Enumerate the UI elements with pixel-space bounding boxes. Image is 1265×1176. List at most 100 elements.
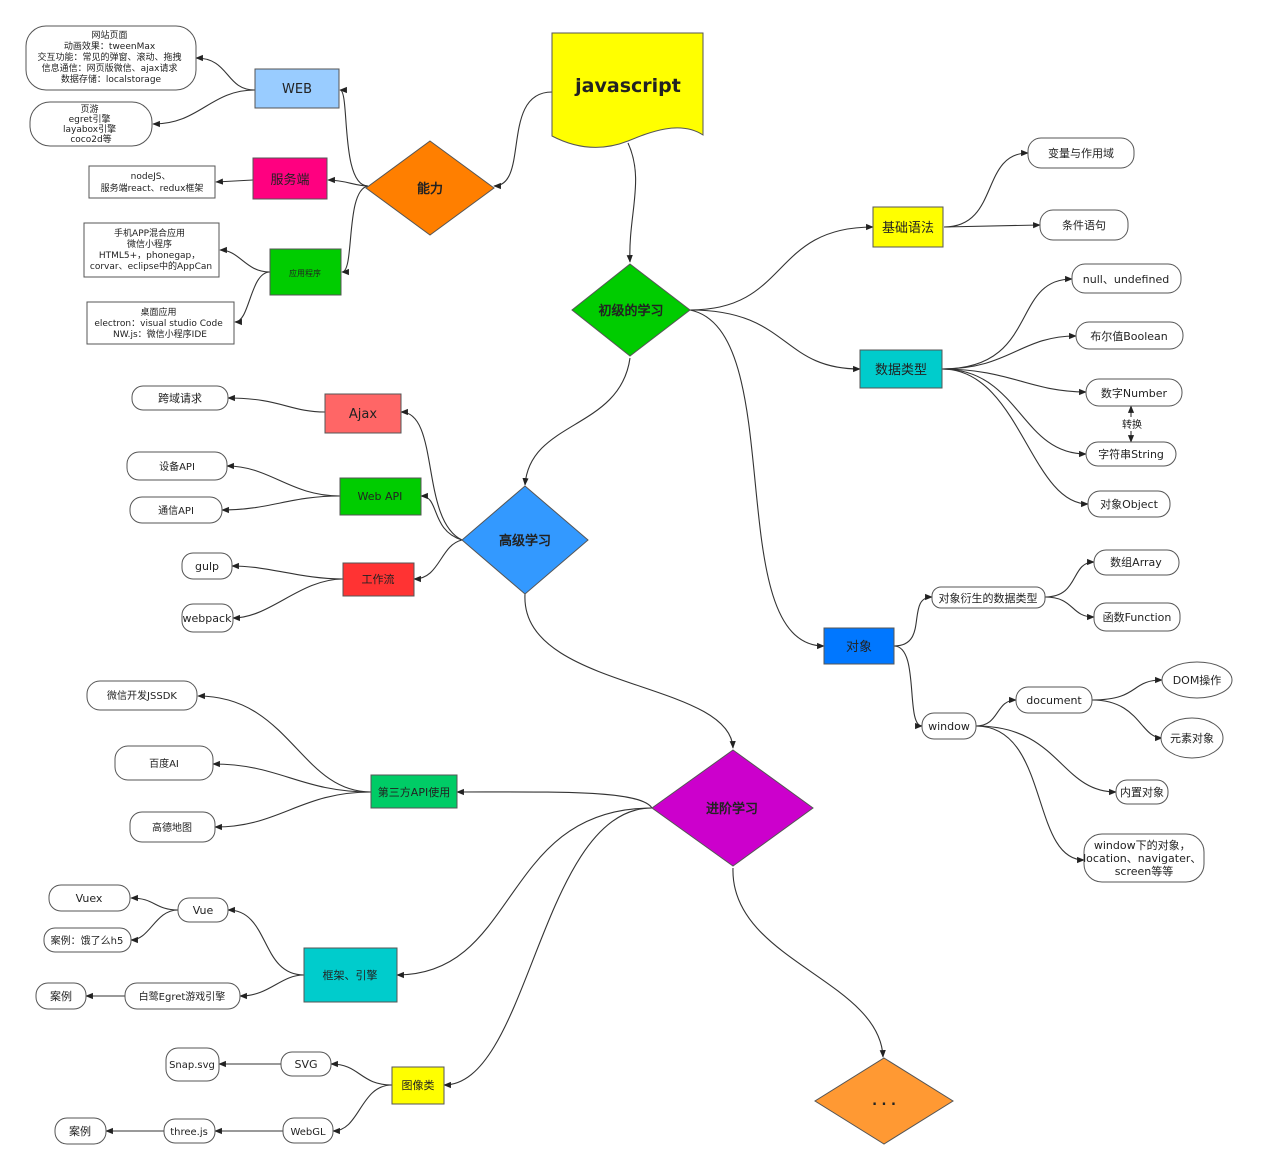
root-label: javascript bbox=[574, 75, 681, 97]
server-note-line: 服务端react、redux框架 bbox=[101, 182, 204, 194]
node-ability[interactable]: 能力 bbox=[365, 140, 495, 236]
svg-child-label: Snap.svg bbox=[169, 1060, 215, 1071]
dom-label: DOM操作 bbox=[1173, 673, 1222, 687]
basic-label: 初级的学习 bbox=[598, 303, 663, 319]
node-root[interactable]: javascript bbox=[551, 32, 704, 148]
node-type[interactable]: 对象Object bbox=[1087, 490, 1171, 518]
node-threejs[interactable]: three.js bbox=[163, 1118, 216, 1144]
ajax-label: Ajax bbox=[349, 407, 377, 422]
node-builtin[interactable]: 内置对象 bbox=[1115, 779, 1169, 805]
node-thirdparty-child[interactable]: 微信开发JSSDK bbox=[86, 680, 198, 711]
node-advanced[interactable]: 高级学习 bbox=[461, 485, 589, 595]
workflow-child-label: webpack bbox=[183, 612, 233, 625]
web-note-line: 交互功能：常见的弹窗、滚动、拖拽 bbox=[38, 51, 182, 63]
node-thirdparty[interactable]: 第三方API使用 bbox=[370, 774, 458, 809]
vue-label: Vue bbox=[193, 904, 214, 917]
node-vue[interactable]: Vue bbox=[177, 897, 229, 923]
node-workflow-child[interactable]: gulp bbox=[181, 552, 233, 580]
webapi-child-label: 设备API bbox=[159, 460, 195, 473]
node-server-note[interactable]: nodeJS、 服务端react、redux框架 bbox=[88, 165, 216, 199]
node-svg[interactable]: SVG bbox=[280, 1051, 332, 1077]
node-web[interactable]: WEB bbox=[254, 68, 340, 109]
node-graphics[interactable]: 图像类 bbox=[391, 1066, 445, 1105]
node-egret[interactable]: 白鹭Egret游戏引擎 bbox=[124, 982, 241, 1010]
advanced-label: 高级学习 bbox=[499, 533, 551, 549]
node-syntax-child[interactable]: 条件语句 bbox=[1039, 209, 1129, 241]
node-syntax[interactable]: 基础语法 bbox=[872, 206, 944, 248]
node-webgl[interactable]: WebGL bbox=[282, 1117, 334, 1144]
node-webapi-child[interactable]: 通信API bbox=[129, 496, 223, 524]
node-derived-child[interactable]: 数组Array bbox=[1093, 549, 1180, 576]
node-ajax[interactable]: Ajax bbox=[324, 393, 402, 434]
more-label: . . . bbox=[872, 1094, 896, 1109]
node-egret-child[interactable]: 案例 bbox=[35, 982, 87, 1010]
node-derived-child[interactable]: 函数Function bbox=[1093, 602, 1181, 632]
connectors bbox=[85, 54, 1163, 1135]
app-desktop-text: 桌面应用 electron：visual studio Code NW.js：微… bbox=[94, 306, 225, 340]
type-label: 对象Object bbox=[1100, 497, 1159, 511]
web-label: WEB bbox=[282, 82, 312, 97]
node-expert[interactable]: 进阶学习 bbox=[651, 749, 814, 867]
node-thirdparty-child[interactable]: 高德地图 bbox=[129, 811, 216, 843]
node-app-desktop[interactable]: 桌面应用 electron：visual studio Code NW.js：微… bbox=[86, 301, 235, 345]
node-thirdparty-child[interactable]: 百度AI bbox=[114, 745, 214, 781]
node-ajax-child[interactable]: 跨域请求 bbox=[131, 385, 229, 411]
node-webgl-child[interactable]: 案例 bbox=[54, 1117, 107, 1145]
webgl-label: WebGL bbox=[290, 1127, 326, 1138]
syntax-child-label: 条件语句 bbox=[1062, 218, 1106, 232]
node-window[interactable]: window bbox=[921, 712, 977, 740]
node-web-note[interactable]: 网站页面 动画效果：tweenMax 交互功能：常见的弹窗、滚动、拖拽 信息通信… bbox=[25, 25, 197, 91]
node-vue-child[interactable]: 案例：饿了么h5 bbox=[43, 927, 132, 953]
node-derived[interactable]: 对象衍生的数据类型 bbox=[931, 586, 1046, 609]
node-syntax-child[interactable]: 变量与作用域 bbox=[1027, 137, 1135, 169]
node-vue-child[interactable]: Vuex bbox=[48, 884, 131, 912]
syntax-child-label: 变量与作用域 bbox=[1048, 146, 1114, 160]
node-workflow[interactable]: 工作流 bbox=[342, 562, 415, 597]
workflow-label: 工作流 bbox=[362, 572, 395, 586]
node-type[interactable]: 字符串String bbox=[1085, 441, 1177, 467]
expert-label: 进阶学习 bbox=[706, 801, 758, 817]
frameworks-label: 框架、引擎 bbox=[323, 968, 378, 982]
node-webapi-child[interactable]: 设备API bbox=[126, 451, 228, 481]
node-basic[interactable]: 初级的学习 bbox=[571, 263, 691, 357]
node-document[interactable]: document bbox=[1015, 686, 1093, 714]
type-label: 布尔值Boolean bbox=[1090, 330, 1168, 343]
threejs-label: three.js bbox=[170, 1127, 208, 1138]
app-label: 应用程序 bbox=[289, 268, 321, 278]
web-games-line: coco2d等 bbox=[70, 133, 111, 145]
app-desktop-line: electron：visual studio Code bbox=[94, 319, 223, 329]
node-element[interactable]: 元素对象 bbox=[1160, 717, 1224, 759]
svg-label: SVG bbox=[294, 1058, 317, 1071]
node-workflow-child[interactable]: webpack bbox=[181, 603, 234, 633]
node-dom[interactable]: DOM操作 bbox=[1161, 661, 1233, 699]
node-webapi[interactable]: Web API bbox=[339, 477, 422, 516]
node-type[interactable]: 数字Number bbox=[1085, 378, 1183, 407]
web-note-line: 数据存储：localstorage bbox=[61, 73, 162, 85]
node-app[interactable]: 应用程序 bbox=[269, 248, 342, 296]
node-more[interactable]: . . . bbox=[814, 1057, 954, 1145]
node-type[interactable]: null、undefined bbox=[1071, 263, 1182, 294]
webapi-label: Web API bbox=[358, 490, 403, 503]
server-note-line: nodeJS、 bbox=[131, 172, 171, 182]
node-web-games[interactable]: 页游 egret引擎 layabox引擎 coco2d等 bbox=[29, 101, 153, 147]
node-window-others[interactable]: window下的对象， location、navigater、 screen等等 bbox=[1083, 833, 1205, 883]
thirdparty-child-label: 百度AI bbox=[149, 757, 179, 770]
derived-label: 对象衍生的数据类型 bbox=[939, 591, 1038, 605]
node-types[interactable]: 数据类型 bbox=[859, 349, 943, 389]
node-server[interactable]: 服务端 bbox=[252, 157, 328, 200]
node-app-mobile[interactable]: 手机APP混合应用 微信小程序 HTML5+，phonegap， corvar、… bbox=[83, 222, 220, 278]
derived-child-label: 函数Function bbox=[1103, 611, 1172, 624]
node-object[interactable]: 对象 bbox=[823, 627, 895, 665]
app-mobile-text: 手机APP混合应用 微信小程序 HTML5+，phonegap， corvar、… bbox=[90, 227, 212, 272]
ajax-child-label: 跨域请求 bbox=[158, 392, 202, 405]
syntax-label: 基础语法 bbox=[882, 221, 934, 236]
node-type[interactable]: 布尔值Boolean bbox=[1075, 321, 1184, 350]
graphics-label: 图像类 bbox=[402, 1078, 435, 1092]
node-svg-child[interactable]: Snap.svg bbox=[165, 1047, 220, 1082]
app-mobile-line: 微信小程序 bbox=[127, 238, 172, 250]
type-label: null、undefined bbox=[1083, 273, 1169, 286]
convert-label: 转换 bbox=[1122, 418, 1142, 431]
web-games-line: layabox引擎 bbox=[63, 123, 116, 135]
server-label: 服务端 bbox=[270, 172, 309, 188]
node-frameworks[interactable]: 框架、引擎 bbox=[303, 947, 398, 1003]
